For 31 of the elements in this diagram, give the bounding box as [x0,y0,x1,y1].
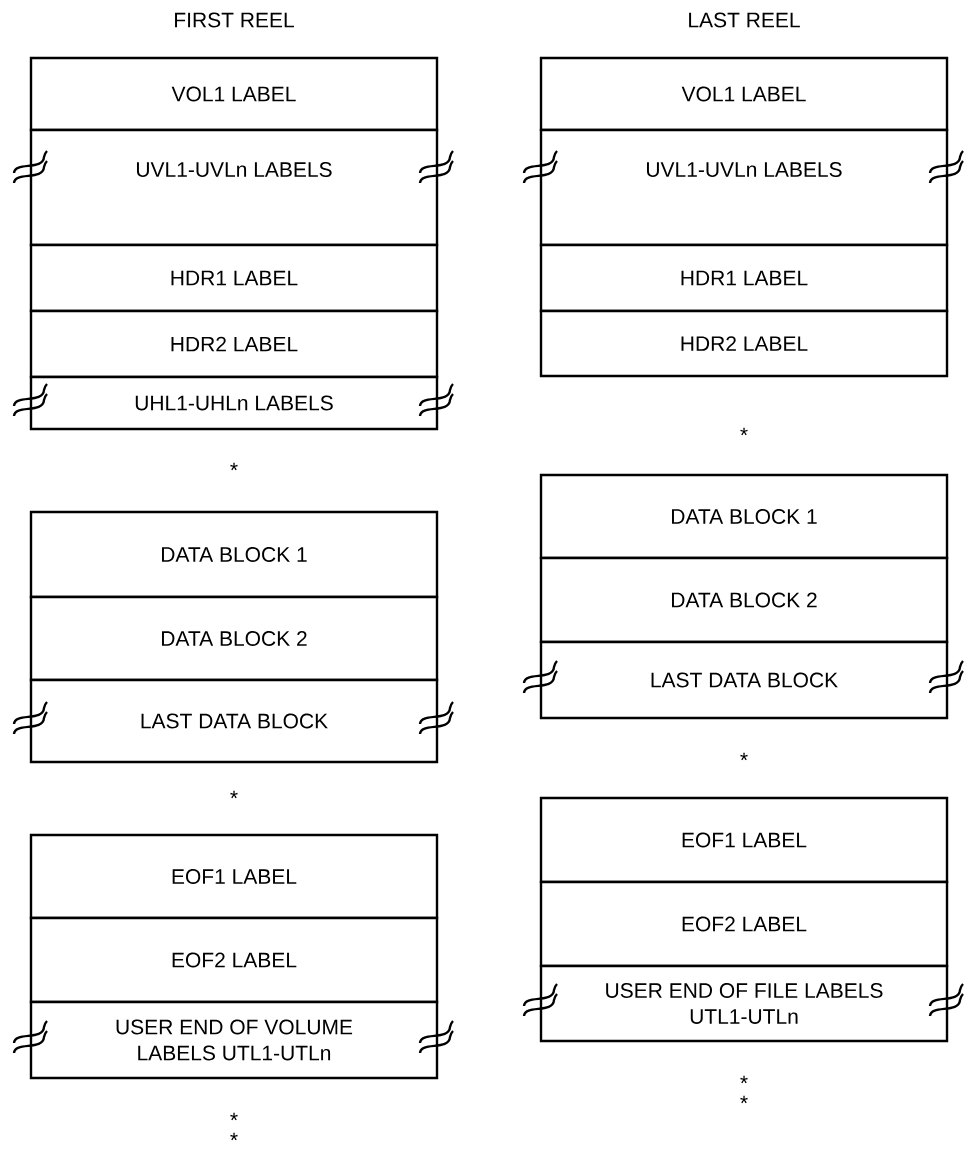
record-box: EOF2 LABEL [539,880,949,968]
asterisk: * [740,427,748,436]
record-box: UVL1-UVLn LABELS [29,128,439,247]
column-heading: LAST REEL [689,12,800,28]
record-box: DATA BLOCK 2 [539,556,949,644]
asterisk: * [230,462,238,471]
record-box: LAST DATA BLOCK [539,640,949,720]
record-box: DATA BLOCK 1 [29,510,439,599]
record-box: VOL1 LABEL [539,56,949,132]
record-box: USER END OF FILE LABELS UTL1-UTLn [539,964,949,1043]
asterisk: * [740,1095,748,1104]
record-box: USER END OF VOLUME LABELS UTL1-UTLn [29,1000,439,1080]
record-box: HDR2 LABEL [539,309,949,378]
asterisk: * [230,1112,238,1121]
asterisk: * [740,752,748,761]
record-box: VOL1 LABEL [29,56,439,132]
asterisk: * [230,1132,238,1141]
asterisk: * [230,790,238,799]
record-box: EOF1 LABEL [539,796,949,884]
record-box: DATA BLOCK 1 [539,473,949,560]
record-box: UVL1-UVLn LABELS [539,128,949,247]
asterisk: * [740,1075,748,1084]
column-heading: FIRST REEL [175,12,294,28]
record-box: HDR1 LABEL [539,243,949,313]
record-box: EOF2 LABEL [29,916,439,1004]
record-box: EOF1 LABEL [29,833,439,920]
record-box: DATA BLOCK 2 [29,595,439,682]
record-box: LAST DATA BLOCK [29,678,439,764]
record-box: HDR1 LABEL [29,243,439,313]
record-box: UHL1-UHLn LABELS [29,375,439,431]
record-box: HDR2 LABEL [29,309,439,379]
